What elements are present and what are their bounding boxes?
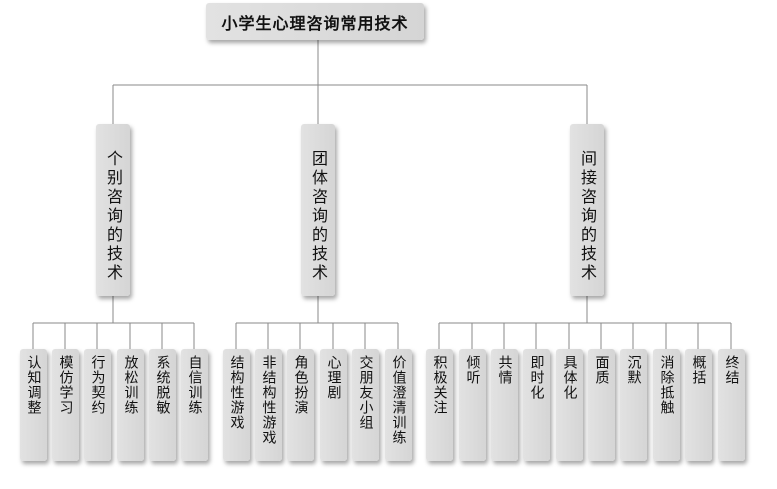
leaf-label: 具体化 bbox=[561, 355, 578, 400]
leaf-label: 面质 bbox=[593, 355, 610, 385]
leaf-label: 倾听 bbox=[464, 355, 481, 385]
leaf-node: 沉默 bbox=[620, 349, 647, 461]
leaf-node: 非结构性游戏 bbox=[255, 349, 282, 461]
leaf-label: 结构性游戏 bbox=[228, 355, 245, 430]
leaf-label: 行为契约 bbox=[89, 355, 106, 415]
leaf-label: 即时化 bbox=[528, 355, 545, 400]
leaf-node: 行为契约 bbox=[84, 349, 111, 461]
leaf-label: 心理剧 bbox=[325, 355, 342, 400]
leaf-label: 概括 bbox=[690, 355, 707, 385]
leaf-label: 交朋友小组 bbox=[357, 355, 374, 430]
leaf-label: 自信训练 bbox=[186, 355, 203, 415]
leaf-node: 共情 bbox=[491, 349, 518, 461]
leaf-label: 共情 bbox=[496, 355, 513, 385]
leaf-node: 消除抵触 bbox=[653, 349, 680, 461]
category-label: 团体咨询的技术 bbox=[309, 150, 328, 283]
leaf-node: 终结 bbox=[718, 349, 745, 461]
leaf-label: 终结 bbox=[723, 355, 740, 385]
leaf-label: 角色扮演 bbox=[292, 355, 309, 415]
leaf-node: 系统脱敏 bbox=[149, 349, 176, 461]
leaf-node: 自信训练 bbox=[181, 349, 208, 461]
leaf-node: 积极关注 bbox=[426, 349, 453, 461]
leaf-label: 价值澄清训练 bbox=[390, 355, 407, 445]
leaf-node: 具体化 bbox=[556, 349, 583, 461]
category-label: 个别咨询的技术 bbox=[104, 150, 123, 283]
leaf-node: 倾听 bbox=[459, 349, 486, 461]
leaf-label: 沉默 bbox=[625, 355, 642, 385]
leaf-node: 角色扮演 bbox=[287, 349, 314, 461]
category-node-indirect: 间接咨询的技术 bbox=[570, 124, 604, 296]
leaf-node: 认知调整 bbox=[20, 349, 47, 461]
leaf-node: 面质 bbox=[588, 349, 615, 461]
leaf-label: 非结构性游戏 bbox=[260, 355, 277, 445]
category-node-group: 团体咨询的技术 bbox=[301, 124, 335, 296]
leaf-node: 交朋友小组 bbox=[352, 349, 379, 461]
leaf-node: 概括 bbox=[685, 349, 712, 461]
leaf-label: 放松训练 bbox=[122, 355, 139, 415]
leaf-label: 积极关注 bbox=[431, 355, 448, 415]
root-label: 小学生心理咨询常用技术 bbox=[221, 13, 409, 33]
leaf-label: 认知调整 bbox=[25, 355, 42, 415]
leaf-node: 放松训练 bbox=[117, 349, 144, 461]
category-node-individual: 个别咨询的技术 bbox=[96, 124, 130, 296]
leaf-node: 结构性游戏 bbox=[223, 349, 250, 461]
leaf-node: 即时化 bbox=[523, 349, 550, 461]
leaf-node: 价值澄清训练 bbox=[385, 349, 412, 461]
root-node: 小学生心理咨询常用技术 bbox=[206, 3, 424, 40]
category-label: 间接咨询的技术 bbox=[578, 150, 597, 283]
leaf-label: 模仿学习 bbox=[57, 355, 74, 415]
leaf-label: 系统脱敏 bbox=[154, 355, 171, 415]
leaf-node: 模仿学习 bbox=[52, 349, 79, 461]
leaf-node: 心理剧 bbox=[320, 349, 347, 461]
leaf-label: 消除抵触 bbox=[658, 355, 675, 415]
